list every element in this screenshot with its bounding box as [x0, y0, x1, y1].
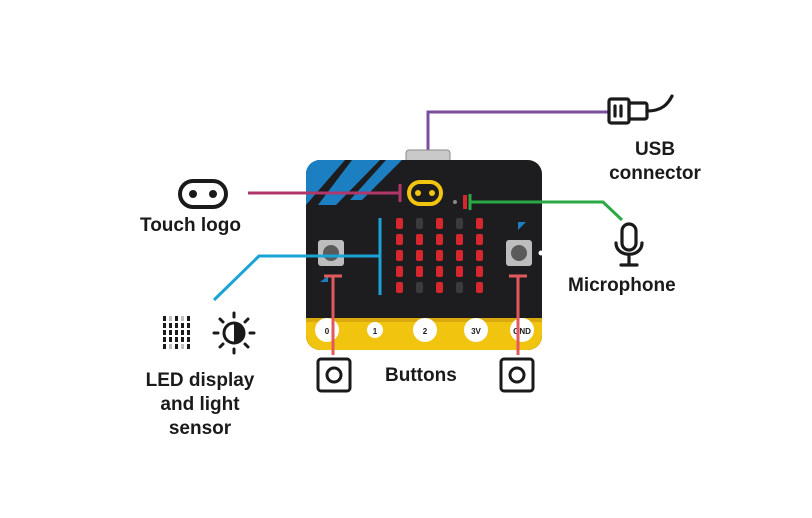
edge-pin: GND — [510, 318, 534, 342]
board-touch-logo — [407, 180, 443, 206]
board-button-a — [318, 240, 344, 266]
led-cell — [476, 266, 483, 277]
led-cell — [476, 218, 483, 229]
usb-leader-line — [426, 110, 610, 158]
led-cell — [476, 234, 483, 245]
button-a-icon — [316, 357, 352, 393]
edge-pin-label: 3V — [471, 327, 481, 336]
led-cell — [416, 250, 423, 261]
led-cell — [416, 266, 423, 277]
led-cell — [436, 250, 443, 261]
edge-pin-label: 1 — [373, 327, 378, 336]
edge-pin: 2 — [413, 318, 437, 342]
led-cell — [416, 282, 423, 293]
led-cell — [396, 234, 403, 245]
usb-plug-icon — [607, 94, 674, 125]
led-cell — [456, 266, 463, 277]
touch-logo-icon — [178, 179, 228, 209]
edge-pin: 1 — [367, 322, 383, 338]
led-cell — [456, 234, 463, 245]
led-leader-line — [212, 254, 380, 302]
led-cell — [456, 250, 463, 261]
button-b-icon — [499, 357, 535, 393]
edge-pin-label: 2 — [423, 327, 428, 336]
led-cell — [416, 218, 423, 229]
touch-logo-label: Touch logo — [140, 215, 241, 236]
led-cell — [456, 282, 463, 293]
board-button-b — [506, 240, 532, 266]
led-cell — [436, 234, 443, 245]
usb-connector-label: USB connector — [609, 139, 701, 184]
led-cell — [436, 218, 443, 229]
led-cell — [436, 266, 443, 277]
edge-pin: 3V — [464, 318, 488, 342]
edge-pin-label: 0 — [325, 327, 330, 336]
led-display-label: LED display and light sensor — [145, 370, 255, 439]
board-led-matrix — [396, 218, 483, 293]
led-cell — [396, 266, 403, 277]
buttons-label: Buttons — [385, 365, 457, 386]
microphone-icon — [614, 222, 644, 267]
led-grid-icon — [163, 316, 190, 349]
led-cell — [476, 282, 483, 293]
led-cell — [416, 234, 423, 245]
edge-pin: 0 — [315, 318, 339, 342]
led-cell — [476, 250, 483, 261]
buttons-leader-lines — [324, 274, 527, 355]
led-cell — [396, 250, 403, 261]
microphone-label: Microphone — [568, 275, 676, 296]
led-cell — [456, 218, 463, 229]
light-sensor-icon — [212, 311, 256, 355]
mic-leader-line — [470, 200, 624, 222]
edge-pin-label: GND — [513, 327, 531, 336]
led-cell — [396, 218, 403, 229]
led-cell — [396, 282, 403, 293]
led-cell — [436, 282, 443, 293]
